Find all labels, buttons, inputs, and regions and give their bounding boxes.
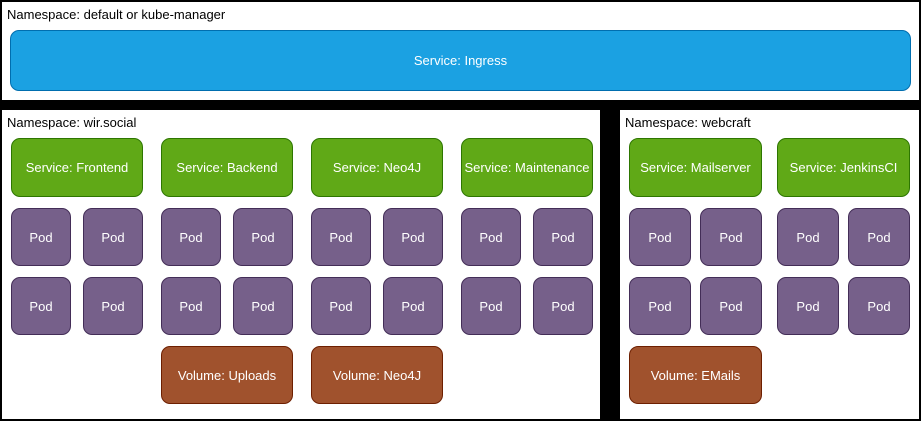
namespace-label: Namespace: webcraft xyxy=(625,115,751,130)
pod-node: Pod xyxy=(848,208,910,266)
pod-node: Pod xyxy=(83,277,143,335)
pod-row: Pod Pod xyxy=(777,277,910,335)
volume-emails-node: Volume: EMails xyxy=(629,346,762,404)
service-group-neo4j: Service: Neo4J Pod Pod Pod Pod Volume: N… xyxy=(311,138,443,404)
pod-node: Pod xyxy=(533,208,593,266)
service-maintenance-node: Service: Maintenance xyxy=(461,138,593,197)
service-group-frontend: Service: Frontend Pod Pod Pod Pod xyxy=(11,138,143,404)
pod-node: Pod xyxy=(848,277,910,335)
pod-row: Pod Pod xyxy=(629,277,762,335)
service-neo4j-node: Service: Neo4J xyxy=(311,138,443,197)
pod-node: Pod xyxy=(383,208,443,266)
pod-row: Pod Pod xyxy=(461,208,593,266)
pod-node: Pod xyxy=(161,208,221,266)
namespace-label: Namespace: wir.social xyxy=(7,115,137,130)
pod-node: Pod xyxy=(629,277,691,335)
pod-node: Pod xyxy=(461,208,521,266)
pod-node: Pod xyxy=(11,208,71,266)
pod-node: Pod xyxy=(161,277,221,335)
pod-node: Pod xyxy=(83,208,143,266)
pod-row: Pod Pod xyxy=(11,277,143,335)
service-backend-node: Service: Backend xyxy=(161,138,293,197)
pod-node: Pod xyxy=(700,277,762,335)
service-frontend-node: Service: Frontend xyxy=(11,138,143,197)
pod-node: Pod xyxy=(777,208,839,266)
pod-node: Pod xyxy=(311,277,371,335)
service-ingress-node: Service: Ingress xyxy=(10,30,911,91)
service-columns: Service: Frontend Pod Pod Pod Pod Servic… xyxy=(11,138,593,404)
service-mailserver-node: Service: Mailserver xyxy=(629,138,762,197)
pod-row: Pod Pod xyxy=(629,208,762,266)
service-group-jenkinsci: Service: JenkinsCI Pod Pod Pod Pod xyxy=(777,138,910,404)
pod-node: Pod xyxy=(533,277,593,335)
pod-row: Pod Pod xyxy=(311,277,443,335)
pod-node: Pod xyxy=(311,208,371,266)
service-group-backend: Service: Backend Pod Pod Pod Pod Volume:… xyxy=(161,138,293,404)
pod-row: Pod Pod xyxy=(11,208,143,266)
service-jenkinsci-node: Service: JenkinsCI xyxy=(777,138,910,197)
pod-node: Pod xyxy=(233,208,293,266)
pod-node: Pod xyxy=(777,277,839,335)
namespace-label: Namespace: default or kube-manager xyxy=(7,7,226,22)
pod-node: Pod xyxy=(233,277,293,335)
pod-row: Pod Pod xyxy=(161,208,293,266)
pod-row: Pod Pod xyxy=(311,208,443,266)
pod-node: Pod xyxy=(461,277,521,335)
pod-row: Pod Pod xyxy=(461,277,593,335)
pod-node: Pod xyxy=(629,208,691,266)
pod-node: Pod xyxy=(383,277,443,335)
service-group-mailserver: Service: Mailserver Pod Pod Pod Pod Volu… xyxy=(629,138,762,404)
service-columns: Service: Mailserver Pod Pod Pod Pod Volu… xyxy=(629,138,910,404)
namespace-panel-wir-social: Namespace: wir.social Service: Frontend … xyxy=(2,110,600,419)
namespace-panel-webcraft: Namespace: webcraft Service: Mailserver … xyxy=(620,110,919,419)
volume-uploads-node: Volume: Uploads xyxy=(161,346,293,404)
volume-neo4j-node: Volume: Neo4J xyxy=(311,346,443,404)
pod-node: Pod xyxy=(700,208,762,266)
pod-node: Pod xyxy=(11,277,71,335)
service-group-maintenance: Service: Maintenance Pod Pod Pod Pod xyxy=(461,138,593,404)
namespace-panel-default-kube-manager: Namespace: default or kube-manager Servi… xyxy=(2,2,919,100)
pod-row: Pod Pod xyxy=(161,277,293,335)
pod-row: Pod Pod xyxy=(777,208,910,266)
